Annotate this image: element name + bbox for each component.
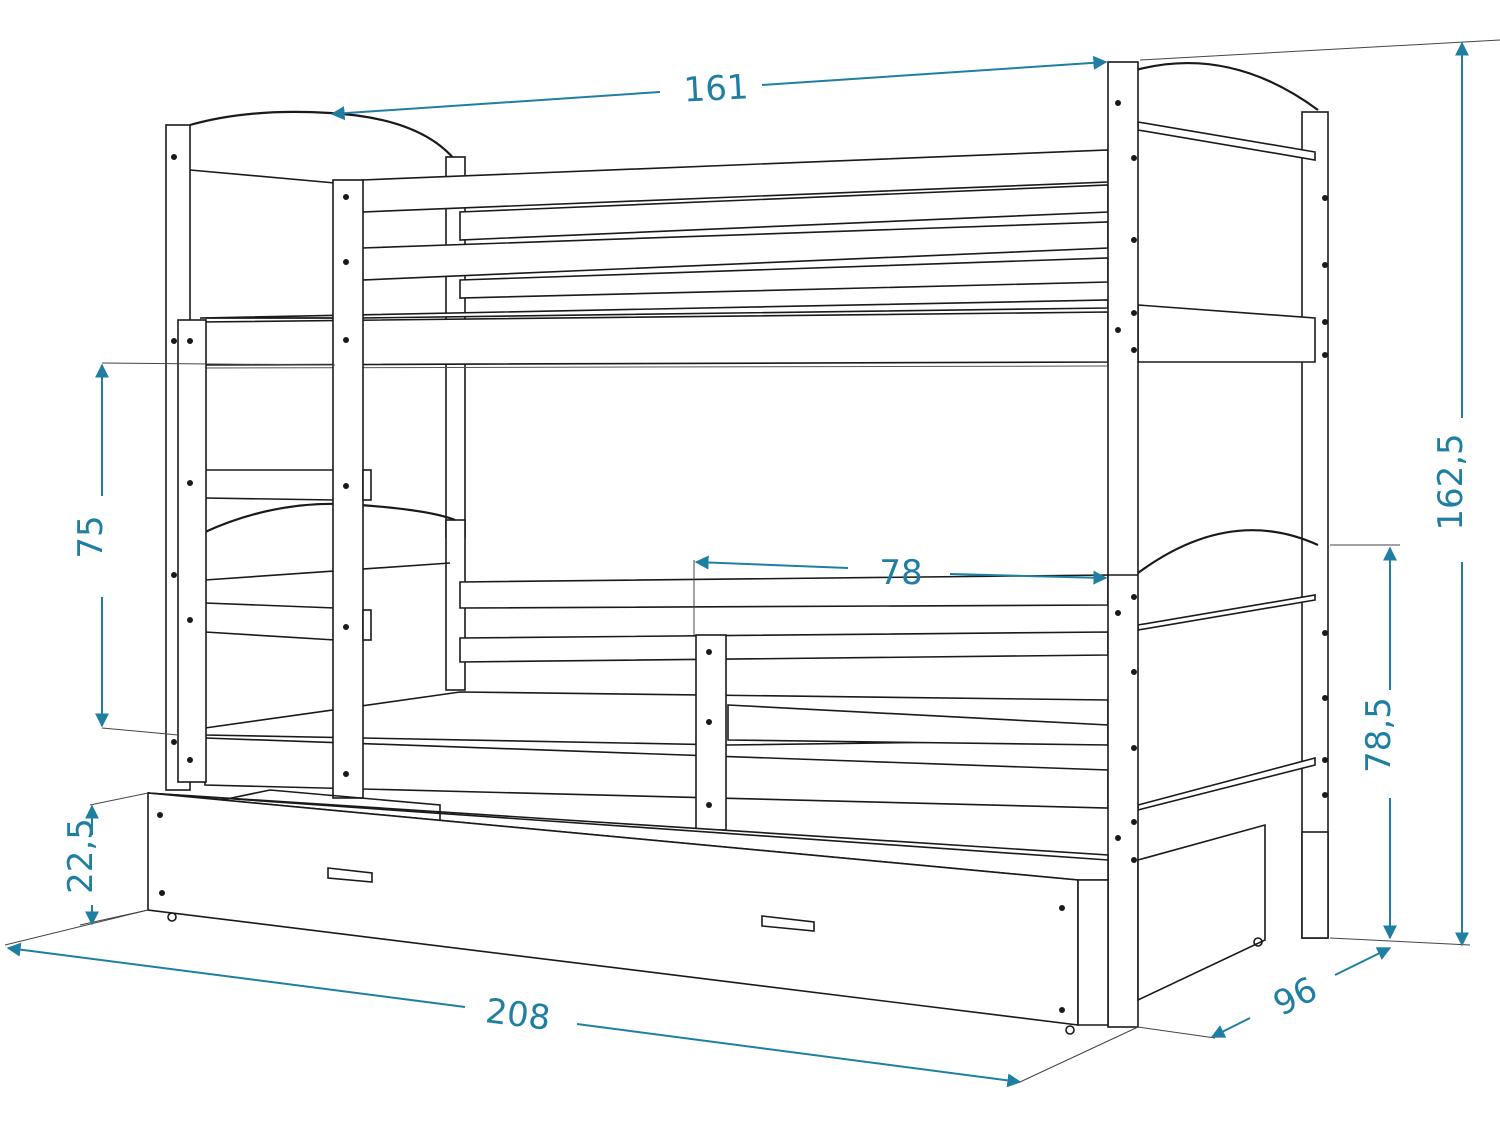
dim-161-right-arrow (761, 55, 1108, 86)
dim-208-left-arrow (6, 942, 466, 1008)
dim-label-top-length: 161 (683, 67, 750, 110)
dim-label-total-length: 208 (483, 991, 552, 1039)
front-left-post (332, 179, 364, 799)
dimension-lines (6, 41, 1469, 1088)
upper-bunk (199, 149, 1109, 369)
left-lower-arch (204, 502, 456, 534)
left-headboard-arch (189, 110, 456, 161)
ladder-side-post (177, 319, 207, 783)
lower-back-mid-rail (459, 631, 1109, 663)
dim-78-right-arrow (949, 570, 1108, 585)
right-headboard-arch (1135, 61, 1319, 111)
right-lower-arch (1137, 529, 1319, 574)
dim-label-drawer-height: 22,5 (61, 818, 101, 894)
rear-right-post (1301, 111, 1329, 939)
left-front-frame (171, 154, 372, 799)
right-end-frame (1107, 61, 1329, 1028)
dim-161-left-arrow (330, 91, 661, 121)
dim-label-total-height: 162,5 (1431, 433, 1471, 530)
lower-back-top-rail (459, 574, 1109, 609)
drawer-side (1137, 823, 1266, 1002)
left-end-frame (165, 110, 466, 791)
front-right-post (1107, 61, 1139, 1028)
dim-78-left-arrow (694, 555, 849, 570)
dim-96-bottom-arrow (1210, 1017, 1251, 1038)
guard-post (695, 634, 727, 831)
dim-208-right-arrow (576, 1023, 1022, 1088)
dim-96-top-arrow (1334, 947, 1392, 976)
extension-lines (4, 39, 1500, 1083)
drawer-handle-right (761, 915, 815, 932)
trundle-drawer (147, 789, 1329, 1035)
dim-label-bunk-clearance: 75 (71, 515, 111, 558)
drawer-handle-left (327, 867, 373, 883)
dim-label-opening-width: 78 (879, 553, 922, 593)
dim-label-depth: 96 (1267, 969, 1324, 1024)
dim-label-lower-bed-height: 78,5 (1359, 697, 1399, 773)
dimension-labels: 161 162,5 75 78 78,5 22,5 208 96 (61, 67, 1471, 1038)
lower-bunk (204, 574, 1109, 809)
